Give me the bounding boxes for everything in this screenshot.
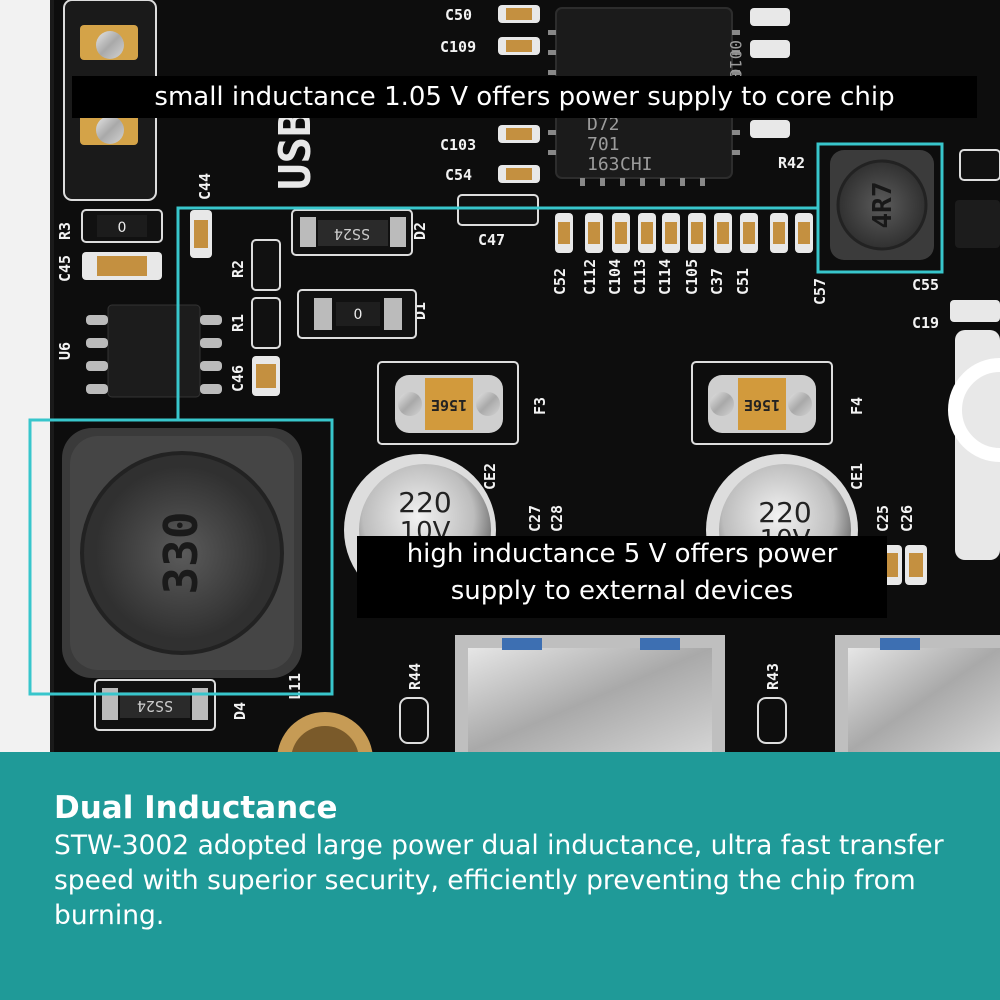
callout-high-inductance: high inductance 5 V offers power supply … [357,536,887,618]
chip-side-marking: 001G [726,40,745,79]
ref-c25: C25 [874,505,892,532]
capacitor-right-value: 220 [758,496,811,529]
ref-c45: C45 [56,255,74,282]
ref-c47: C47 [478,231,505,249]
ref-r44: R44 [406,663,424,690]
large-inductor-marking: 330 [154,511,208,594]
ref-c28: C28 [548,505,566,532]
ref-c114: C114 [656,259,674,295]
ref-d4: D4 [231,702,249,720]
ref-c50: C50 [445,6,472,24]
ref-c19: C19 [912,314,939,332]
ref-c51: C51 [734,268,752,295]
ref-c57: C57 [811,278,829,305]
callout-high-inductance-line-1: high inductance 5 V offers power [406,539,838,569]
info-description: STW-3002 adopted large power dual induct… [54,830,944,931]
ref-r42: R42 [778,154,805,172]
large-inductor-highlight [28,418,334,696]
callout-small-inductance: small inductance 1.05 V offers power sup… [72,76,977,118]
ref-c44: C44 [196,173,214,200]
ref-u6: U6 [56,342,74,360]
ref-c27: C27 [526,505,544,532]
pcb-photo: D72 701 163 CHI 001G USB [0,0,1000,752]
ref-ce2: CE2 [481,463,499,490]
ref-c26: C26 [898,505,916,532]
ref-r3: R3 [56,222,74,240]
ref-r1: R1 [229,314,247,332]
small-inductor-marking: 4R7 [868,182,898,229]
fuse-f3-marking: 156E [431,396,467,414]
capacitor-left-value: 220 [398,486,451,519]
ref-c113: C113 [631,259,649,295]
pcb-drawing: D72 701 163 CHI 001G USB [0,0,1000,752]
ref-c109: C109 [440,38,476,56]
ref-d2: D2 [411,222,429,240]
usb-silkscreen: USB [270,111,321,190]
ref-c52: C52 [551,268,569,295]
diode-d2-marking: SS24 [334,225,370,243]
resistor-d1-marking: 0 [354,307,363,323]
ref-l11: L11 [286,673,304,700]
highlight-connector-line [176,206,818,420]
ref-c105: C105 [683,259,701,295]
ref-c46: C46 [229,365,247,392]
ref-c54: C54 [445,166,472,184]
info-title: Dual Inductance [54,790,338,826]
callout-high-inductance-line-2: supply to external devices [450,576,794,606]
ref-r43: R43 [764,663,782,690]
fuse-f4-marking: 156E [744,396,780,414]
ref-c37: C37 [708,268,726,295]
ref-c104: C104 [606,259,624,295]
ref-f4: F4 [848,397,866,415]
ref-f3: F3 [531,397,549,415]
chip-marking-2: 701 [587,134,620,155]
ref-r2: R2 [229,260,247,278]
diode-d4-marking: SS24 [137,697,173,715]
chip-marking-4: CHI [620,154,653,175]
chip-marking-1: D72 [587,114,620,135]
info-panel [0,752,1000,1000]
resistor-r3-marking: 0 [118,220,127,236]
ref-c112: C112 [581,259,599,295]
ref-c55: C55 [912,276,939,294]
chip-marking-3: 163 [587,154,620,175]
ref-ce1: CE1 [848,463,866,490]
ref-c103: C103 [440,136,476,154]
